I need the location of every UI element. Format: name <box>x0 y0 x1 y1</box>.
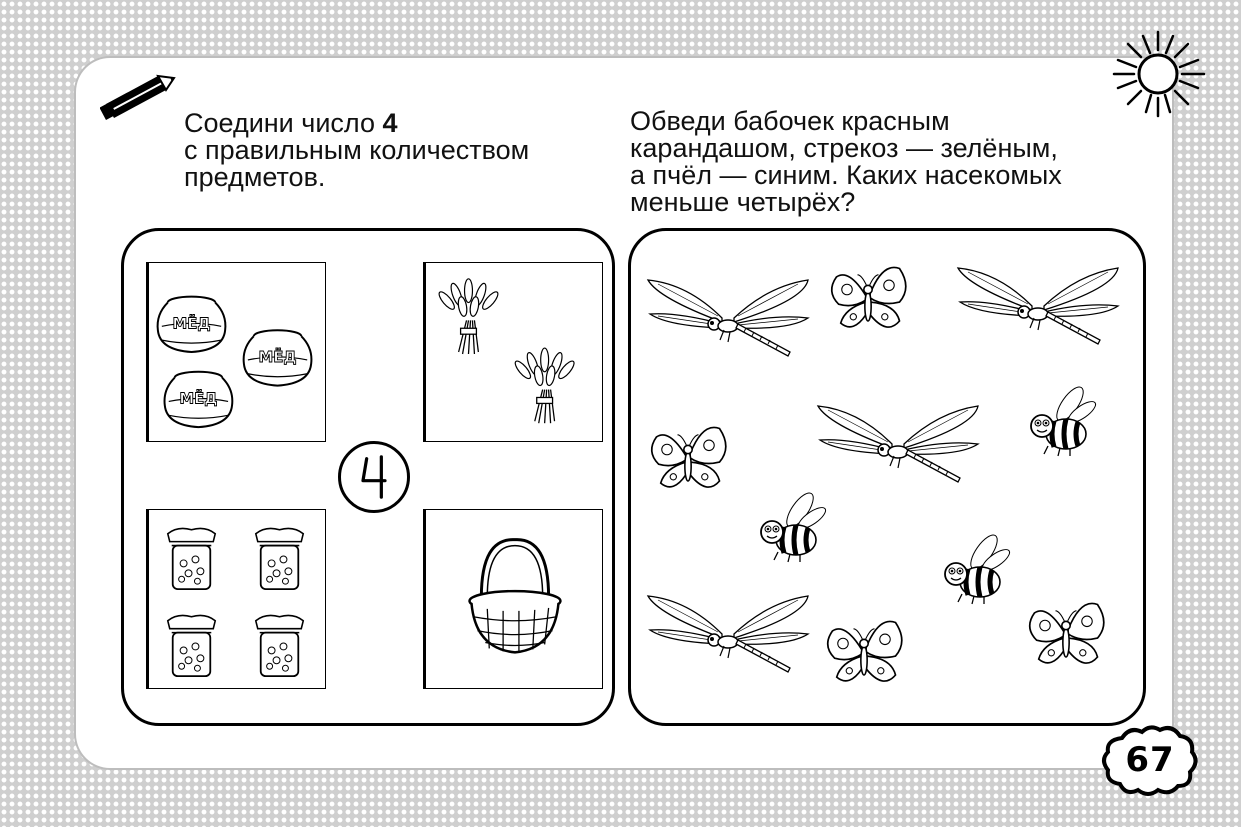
task-left-line2: с правильным количеством <box>184 135 530 165</box>
butterfly[interactable] <box>830 266 907 328</box>
pencil-icon <box>100 74 176 120</box>
number-4-glyph <box>361 455 387 499</box>
insects-drawing <box>647 266 1119 682</box>
cell-honey-pots[interactable]: МЁД МЁД МЁД <box>146 262 326 442</box>
cell-jam-jars[interactable] <box>146 509 326 689</box>
task-right-line1: Обведи бабочек красным <box>630 106 950 136</box>
task-right-line4: меньше четырёх? <box>630 187 856 217</box>
butterfly[interactable] <box>1028 602 1105 664</box>
bee[interactable] <box>1031 383 1099 456</box>
dragonfly[interactable] <box>647 595 809 673</box>
page-number-badge: 67 <box>1100 722 1200 798</box>
honey-label: МЁД <box>258 349 296 366</box>
dragonfly[interactable] <box>817 405 979 483</box>
cell-wheat-sheaves[interactable] <box>423 262 603 442</box>
page-number: 67 <box>1125 740 1175 780</box>
task-left-number: 4 <box>382 108 398 138</box>
cloud-badge-icon <box>1102 725 1198 796</box>
cell-basket[interactable] <box>423 509 603 689</box>
task-left-instructions: Соедини число 4 с правильным количеством… <box>184 110 529 191</box>
task-left-line3: предметов. <box>184 162 326 192</box>
task-right-line3: а пчёл — синим. Каких насекомых <box>630 160 1062 190</box>
honey-pots-drawing: МЁД МЁД МЁД <box>156 295 313 429</box>
honey-label: МЁД <box>179 390 217 407</box>
butterfly[interactable] <box>650 426 727 488</box>
number-4-circle[interactable]: 4 <box>338 441 410 513</box>
wheat-sheaves-drawing <box>436 278 578 424</box>
basket-drawing <box>468 538 562 654</box>
jam-jars-drawing <box>166 527 305 678</box>
bee[interactable] <box>945 531 1013 604</box>
bee[interactable] <box>761 489 829 562</box>
honey-label: МЁД <box>172 315 210 332</box>
task-left-line1: Соедини число 4 <box>184 110 529 137</box>
task-right-instructions: Обведи бабочек красным карандашом, стрек… <box>630 108 1062 216</box>
dragonfly[interactable] <box>647 279 809 357</box>
dragonfly[interactable] <box>957 267 1119 345</box>
butterfly[interactable] <box>826 620 903 682</box>
task-left-line1-text: Соедини число <box>184 108 383 138</box>
sun-icon <box>1112 30 1206 118</box>
task-right-line2: карандашом, стрекоз — зелёным, <box>630 133 1058 163</box>
